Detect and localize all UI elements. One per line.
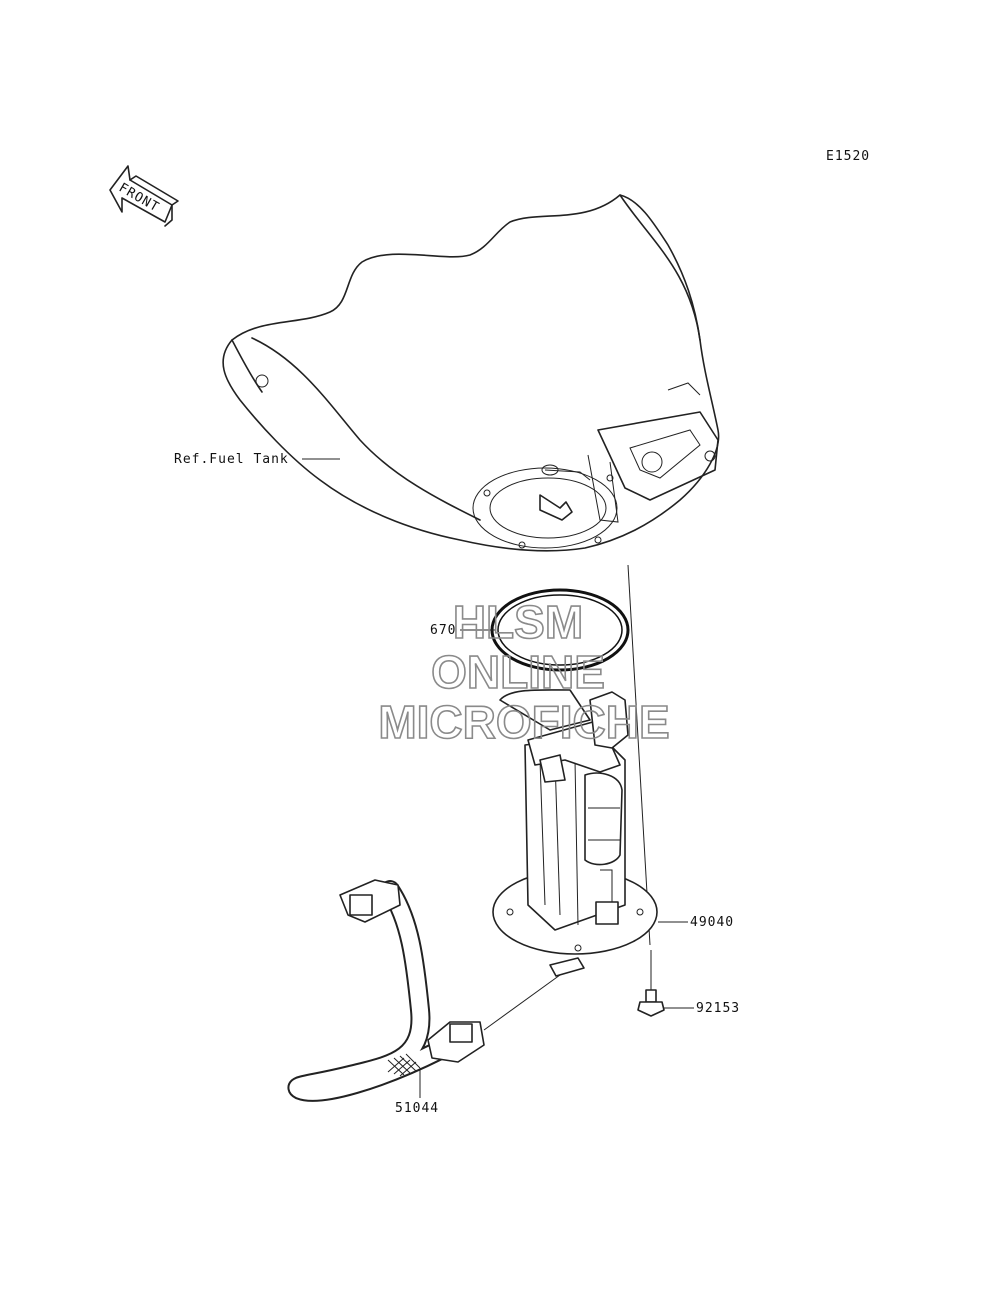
watermark-line-2: ONLINE [431, 646, 605, 698]
part-number-670: 670 [430, 623, 456, 638]
watermark: HLSM ONLINE MICROFICHE [378, 595, 671, 749]
part-number-51044: 51044 [395, 1101, 439, 1116]
ref-fuel-tank-label: Ref.Fuel Tank [174, 452, 289, 467]
fuel-tank [222, 194, 720, 552]
part-number-49040: 49040 [690, 915, 734, 930]
bolt [637, 950, 665, 1017]
part-number-92153: 92153 [696, 1001, 740, 1016]
watermark-line-3: MICROFICHE [378, 696, 669, 748]
fuel-pump-assembly [492, 689, 658, 977]
fuel-hose [287, 879, 561, 1102]
assembly-axis-line [627, 564, 651, 946]
front-arrow-icon: FRONT [109, 165, 179, 227]
watermark-line-1: HLSM [453, 596, 583, 648]
diagram-code: E1520 [826, 149, 870, 164]
